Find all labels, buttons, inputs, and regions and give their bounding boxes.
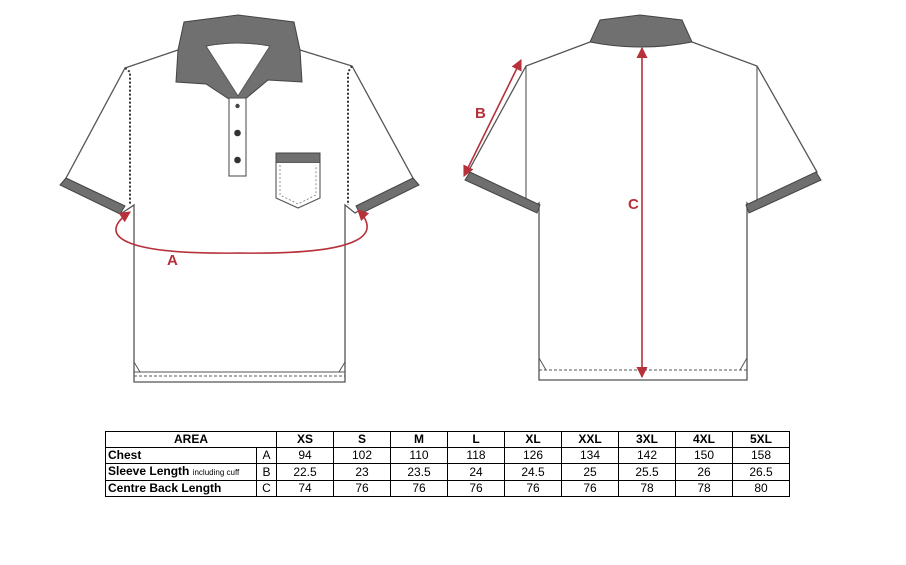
table-cell: 22.5 — [276, 463, 334, 481]
table-cell: 23.5 — [390, 463, 448, 481]
table-cell: 118 — [447, 447, 505, 464]
table-row: Chest A 94 102 110 118 126 134 142 150 1… — [105, 447, 790, 464]
table-cell: 142 — [618, 447, 676, 464]
chest-measure-arrow — [115, 209, 370, 254]
row-key: B — [256, 463, 277, 481]
size-header: XL — [504, 431, 562, 448]
table-header-row: AREA XS S M L XL XXL 3XL 4XL 5XL — [105, 431, 790, 448]
table-cell: 76 — [504, 480, 562, 497]
size-header: 3XL — [618, 431, 676, 448]
table-cell: 94 — [276, 447, 334, 464]
label-b: B — [475, 105, 486, 122]
area-header: AREA — [105, 431, 277, 448]
row-key: C — [256, 480, 277, 497]
table-cell: 134 — [561, 447, 619, 464]
table-cell: 76 — [333, 480, 391, 497]
label-c: C — [628, 196, 639, 213]
row-key: A — [256, 447, 277, 464]
chest-pocket — [275, 163, 321, 209]
row-name: Centre Back Length — [108, 481, 222, 495]
placket-button-1 — [235, 103, 240, 109]
back-collar — [589, 14, 693, 48]
size-header: XXL — [561, 431, 619, 448]
table-cell: 78 — [675, 480, 733, 497]
row-name: Chest — [108, 448, 142, 462]
sleeve-length-arrow — [463, 58, 522, 178]
table-cell: 24.5 — [504, 463, 562, 481]
label-a: A — [167, 252, 178, 269]
table-cell: 24 — [447, 463, 505, 481]
size-header: XS — [276, 431, 334, 448]
size-header: 4XL — [675, 431, 733, 448]
front-left-cuff — [59, 177, 126, 215]
table-row: Sleeve Length including cuff B 22.5 23 2… — [105, 463, 790, 481]
placket-button-2 — [234, 129, 241, 137]
table-row: Centre Back Length C 74 76 76 76 76 76 7… — [105, 480, 790, 497]
table-cell: 158 — [732, 447, 790, 464]
table-cell: 26 — [675, 463, 733, 481]
table-cell: 78 — [618, 480, 676, 497]
size-header: L — [447, 431, 505, 448]
table-cell: 80 — [732, 480, 790, 497]
back-right-cuff — [745, 171, 822, 214]
front-view: A — [59, 14, 420, 383]
table-cell: 25 — [561, 463, 619, 481]
pocket-flap — [275, 152, 321, 164]
table-cell: 25.5 — [618, 463, 676, 481]
table-cell: 26.5 — [732, 463, 790, 481]
front-placket — [228, 97, 247, 177]
row-label: Sleeve Length including cuff — [105, 463, 257, 481]
table-cell: 126 — [504, 447, 562, 464]
placket-button-3 — [234, 156, 241, 164]
size-chart-table: AREA XS S M L XL XXL 3XL 4XL 5XL Chest A… — [105, 431, 790, 497]
size-header: S — [333, 431, 391, 448]
table-cell: 76 — [561, 480, 619, 497]
table-cell: 76 — [447, 480, 505, 497]
table-cell: 110 — [390, 447, 448, 464]
size-header: 5XL — [732, 431, 790, 448]
table-cell: 23 — [333, 463, 391, 481]
table-cell: 74 — [276, 480, 334, 497]
table-cell: 76 — [390, 480, 448, 497]
row-label: Chest — [105, 447, 257, 464]
size-header: M — [390, 431, 448, 448]
table-cell: 150 — [675, 447, 733, 464]
table-cell: 102 — [333, 447, 391, 464]
row-note: including cuff — [192, 468, 240, 477]
row-name: Sleeve Length — [108, 464, 190, 478]
back-view: C B — [463, 14, 822, 381]
row-label: Centre Back Length — [105, 480, 257, 497]
